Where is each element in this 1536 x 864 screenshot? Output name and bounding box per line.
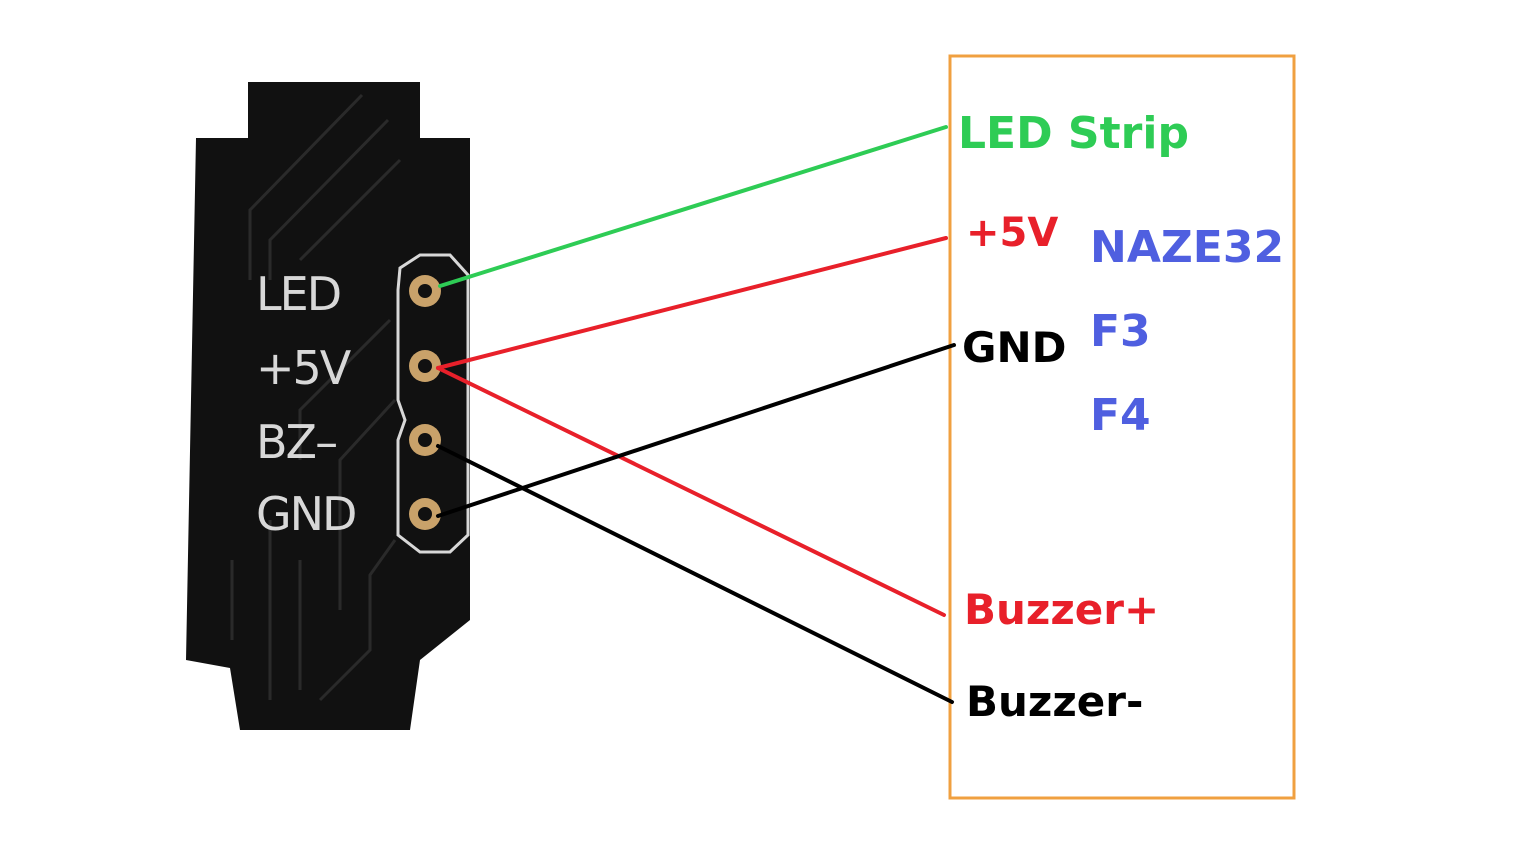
pad-gnd (409, 498, 441, 530)
pin-label-gnd: GND (256, 487, 355, 541)
pin-label-5v: +5V (256, 341, 352, 395)
wires (436, 125, 956, 704)
fc-name-f4: F4 (1090, 390, 1151, 441)
label-5v: +5V (966, 210, 1058, 256)
label-led-strip: LED Strip (958, 108, 1189, 159)
wire-buzzer-plus (436, 366, 946, 617)
pad-5v (409, 350, 441, 382)
led-buzzer-pcb: LED +5V BZ– GND (186, 82, 470, 730)
wire-led-strip (438, 125, 948, 288)
pad-led (409, 275, 441, 307)
fc-name-f3: F3 (1090, 306, 1151, 357)
pad-outline (396, 253, 470, 554)
pcb-body (186, 82, 470, 730)
pcb-traces (230, 93, 402, 702)
pin-label-bz: BZ– (256, 415, 336, 469)
label-gnd: GND (962, 323, 1067, 372)
wire-gnd (436, 343, 956, 518)
pin-label-led: LED (256, 267, 340, 321)
pin-pads (409, 275, 441, 530)
label-buzzer-plus: Buzzer+ (964, 585, 1159, 634)
wire-buzzer-minus (436, 444, 954, 704)
label-buzzer-minus: Buzzer- (966, 677, 1143, 726)
wire-5v (436, 236, 948, 370)
pad-bz (409, 424, 441, 456)
flight-controller-box (948, 54, 1296, 800)
fc-name-naze32: NAZE32 (1090, 222, 1284, 273)
